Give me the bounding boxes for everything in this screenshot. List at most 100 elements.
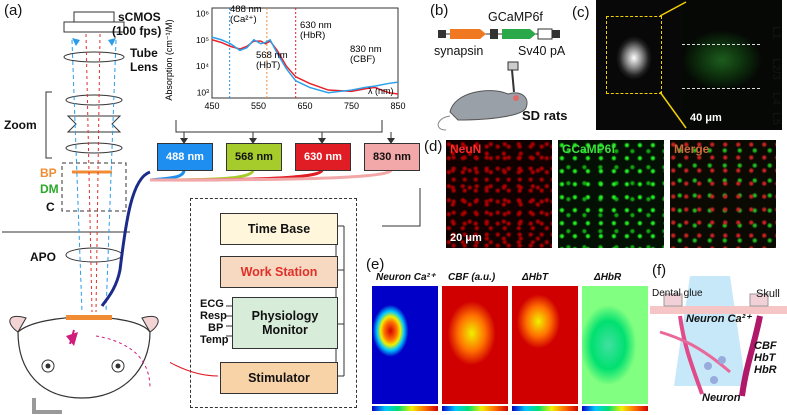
panel-c-label: (c) — [572, 4, 590, 21]
map-title-hbr: ΔHbR — [594, 272, 622, 283]
annotation-7: (CBF) — [350, 54, 375, 65]
annotation-2: 568 nm — [256, 50, 288, 61]
wavelength-630-box: 630 nm — [295, 143, 351, 171]
bp-input: BP — [208, 322, 224, 334]
colorbar-hbr — [582, 406, 648, 411]
promoter-label: synapsin — [434, 44, 484, 58]
colorbar-cbf — [442, 406, 508, 411]
wavelength-630-label: 630 nm — [304, 151, 342, 163]
polya-label: Sv40 pA — [518, 44, 566, 58]
y-axis-label: Absorption (cm⁻¹/M) — [164, 19, 174, 100]
control-system-frame — [190, 198, 357, 408]
neuron-ca-map — [372, 286, 438, 404]
layer-boundary-2 — [682, 88, 760, 89]
hbt-label: HbT — [754, 352, 776, 364]
zoom-roi-box — [606, 16, 662, 94]
series-line-1 — [211, 36, 399, 94]
gene-label: GCaMP6f — [488, 10, 543, 24]
camera-label: sCMOS — [118, 10, 161, 24]
light-paths — [149, 120, 395, 182]
hbt-map — [512, 286, 578, 404]
hbr-map — [582, 286, 648, 404]
stimulator-box: Stimulator — [220, 362, 338, 394]
y-tick-2: 10⁵ — [196, 35, 209, 45]
slice-zoom-image: 40 μm — [682, 0, 782, 130]
stimulator-label: Stimulator — [248, 371, 310, 385]
colorbar-hbt — [512, 406, 578, 411]
wavelength-488-box: 488 nm — [157, 143, 213, 171]
neuron-ca-label: Neuron Ca²⁺ — [686, 313, 752, 325]
layer-l5: L5 — [770, 112, 782, 125]
work-station-box: Work Station — [220, 256, 338, 288]
layer-l4: L4 — [770, 92, 782, 105]
map-title-hbt: ΔHbT — [522, 272, 549, 283]
neun-image: NeuN 20 μm — [446, 140, 552, 248]
series-line-0 — [211, 39, 399, 95]
physiology-monitor-box: Physiology Monitor — [232, 297, 338, 349]
apo-label: APO — [30, 250, 57, 264]
layer-l23: L2/3 — [770, 58, 782, 81]
wavelength-568-label: 568 nm — [235, 151, 273, 163]
wavelength-488-label: 488 nm — [166, 151, 204, 163]
colorbar-neuron — [372, 406, 438, 411]
gcamp-image: GCaMP6f — [558, 140, 664, 248]
work-station-label: Work Station — [240, 265, 318, 279]
panel-d-label: (d) — [424, 138, 443, 155]
y-tick-0: 10³ — [197, 88, 209, 98]
dm-label: DM — [40, 182, 59, 196]
physiology-label-1: Physiology — [251, 309, 319, 323]
annotation-3: (HbT) — [256, 60, 280, 71]
zoom-label: Zoom — [4, 118, 37, 132]
time-base-label: Time Base — [247, 222, 311, 236]
x-tick-1: 550 — [251, 101, 266, 111]
lens-label: Lens — [130, 60, 159, 74]
cbf-map — [442, 286, 508, 404]
hbr-label: HbR — [754, 364, 777, 376]
dental-glue-label: Dental glue — [652, 288, 703, 299]
panel-e-label: (e) — [366, 256, 385, 273]
annotation-5: (HbR) — [300, 30, 325, 41]
panel-f-label: (f) — [652, 262, 667, 279]
layer-boundary-1 — [682, 44, 760, 45]
tube-label: Tube — [130, 46, 158, 60]
neun-label: NeuN — [450, 142, 482, 156]
wavelength-568-box: 568 nm — [226, 143, 282, 171]
resp-input: Resp — [200, 310, 227, 322]
map-title-neuron: Neuron Ca²⁺ — [376, 272, 436, 283]
panel-b-label: (b) — [430, 2, 449, 19]
merge-image: Merge — [670, 140, 776, 248]
scale-bar-c: 40 μm — [690, 112, 722, 124]
time-base-box: Time Base — [220, 213, 338, 245]
roi-connectors — [659, 1, 687, 129]
x-axis-label: λ (nm) — [368, 86, 394, 96]
x-tick-3: 750 — [344, 101, 359, 111]
y-tick-3: 10⁶ — [196, 8, 209, 18]
cbf-label: CBF — [754, 340, 777, 352]
annotation-0: 488 nm — [230, 4, 262, 15]
vascular-schematic — [650, 276, 787, 397]
annotation-1: (Ca²⁺) — [230, 14, 257, 25]
animal-label: SD rats — [522, 108, 568, 123]
c-label: C — [46, 200, 55, 214]
slice-overview-image — [596, 0, 682, 130]
wavelength-830-label: 830 nm — [373, 151, 411, 163]
wavelength-830-box: 830 nm — [364, 143, 420, 171]
ecg-input: ECG — [200, 298, 224, 310]
y-tick-1: 10⁴ — [196, 61, 209, 71]
layer-l1: L1 — [770, 26, 782, 39]
bp-label: BP — [40, 166, 57, 180]
annotation-4: 630 nm — [300, 20, 332, 31]
annotation-6: 830 nm — [350, 44, 382, 55]
chart-frame — [211, 7, 399, 99]
x-tick-0: 450 — [204, 101, 219, 111]
temp-input: Temp — [200, 334, 229, 346]
map-title-cbf: CBF (a.u.) — [448, 272, 496, 283]
scale-bar-d: 20 μm — [450, 232, 482, 244]
x-tick-2: 650 — [297, 101, 312, 111]
construct-diagram — [437, 28, 560, 131]
panel-a-label: (a) — [4, 2, 23, 19]
skull-label: Skull — [756, 288, 780, 300]
gcamp-label: GCaMP6f — [562, 142, 616, 156]
merge-label: Merge — [674, 142, 710, 156]
